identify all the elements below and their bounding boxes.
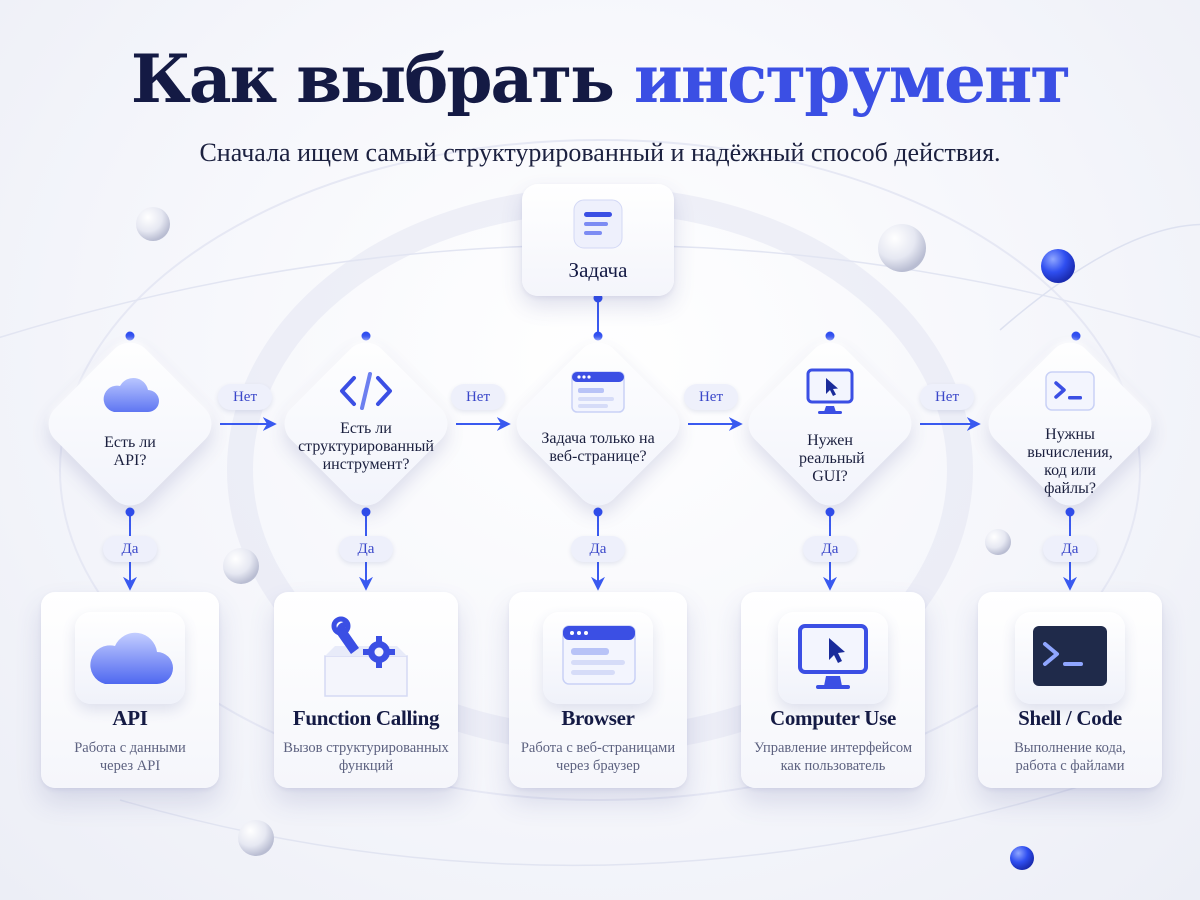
sphere-decoration: [878, 224, 926, 272]
outcome-card-browser: Browser Работа с веб-страницами через бр…: [509, 592, 687, 788]
no-label: Нет: [218, 384, 272, 410]
terminal-icon: [1033, 626, 1107, 686]
outcome-title: Shell / Code: [1018, 706, 1122, 730]
outcome-card-shell-code: Shell / Code Выполнение кода, работа с ф…: [978, 592, 1162, 788]
yes-label: Да: [803, 536, 857, 562]
start-label: Задача: [568, 258, 628, 282]
decision-question: Есть ли API?: [104, 434, 156, 469]
monitor-cursor-icon: [798, 624, 868, 689]
monitor-cursor-icon: [806, 368, 854, 414]
code-icon: [340, 372, 392, 410]
outcome-description: Работа с данными через API: [74, 740, 186, 774]
no-label: Нет: [451, 384, 505, 410]
outcome-card-computer-use: Computer Use Управление интерфейсом как …: [741, 592, 925, 788]
browser-window-icon: [562, 625, 636, 685]
yes-label: Да: [571, 536, 625, 562]
decision-question: Нужны вычисления, код или файлы?: [1027, 426, 1113, 497]
browser-window-icon: [571, 371, 625, 413]
title-main: Как выбрать: [130, 40, 615, 118]
sphere-decoration: [136, 207, 170, 241]
outcome-card-api: API Работа с данными через API: [41, 592, 219, 788]
outcome-description: Выполнение кода, работа с файлами: [1014, 740, 1126, 774]
sphere-decoration: [1041, 249, 1075, 283]
terminal-icon: [1045, 371, 1095, 411]
outcome-title: Function Calling: [292, 706, 440, 730]
outcome-title: Browser: [561, 706, 635, 730]
no-label: Нет: [684, 384, 738, 410]
outcome-description: Вызов структурированных функций: [283, 740, 449, 774]
sphere-decoration: [238, 820, 274, 856]
cloud-icon: [90, 632, 173, 684]
page-title: Как выбрать инструмент: [0, 46, 1200, 112]
yes-label: Да: [1043, 536, 1097, 562]
no-label: Нет: [920, 384, 974, 410]
yes-label: Да: [339, 536, 393, 562]
title-accent: инструмент: [633, 40, 1071, 118]
outcome-description: Управление интерфейсом как пользователь: [753, 740, 913, 774]
start-node: Задача: [522, 184, 674, 296]
decision-question: Нужен реальный GUI?: [799, 432, 865, 485]
sphere-decoration: [223, 548, 259, 584]
outcome-title: API: [112, 706, 148, 730]
page-subtitle: Сначала ищем самый структурированный и н…: [199, 138, 1001, 167]
outcome-title: Computer Use: [769, 706, 897, 730]
outcome-description: Работа с веб-страницами через браузер: [520, 740, 676, 774]
cloud-icon: [103, 377, 159, 412]
decision-question: Есть ли структурированный инструмент?: [298, 420, 434, 473]
yes-label: Да: [103, 536, 157, 562]
tools-box-icon: [324, 616, 408, 697]
sphere-decoration: [1010, 846, 1034, 870]
document-icon: [573, 199, 623, 249]
decision-question: Задача только на веб-странице?: [541, 430, 655, 465]
sphere-decoration: [985, 529, 1011, 555]
outcome-card-function-calling: Function Calling Вызов структурированных…: [274, 592, 458, 788]
